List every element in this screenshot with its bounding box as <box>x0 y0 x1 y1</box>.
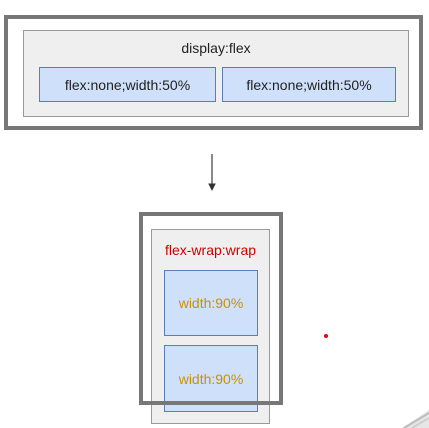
wrap-container: flex-wrap:wrap width:90% width:90% <box>151 229 270 424</box>
flex-item-right-label: flex:none;width:50% <box>246 76 372 93</box>
flex-item-left-label: flex:none;width:50% <box>64 76 191 93</box>
wrap-item-first: width:90% <box>164 270 258 336</box>
flex-container-title: display:flex <box>181 40 251 56</box>
page-curl-icon <box>402 410 429 428</box>
wrap-item-first-label: width:90% <box>178 295 244 311</box>
cursor-dot <box>324 334 328 338</box>
flex-item-left: flex:none;width:50% <box>39 67 216 102</box>
flex-container: display:flex flex:none;width:50% flex:no… <box>23 30 409 117</box>
flex-item-right: flex:none;width:50% <box>222 67 396 102</box>
wrap-item-second-label: width:90% <box>178 370 244 387</box>
wrap-container-title: flex-wrap:wrap <box>164 242 257 258</box>
down-arrow-icon <box>208 154 216 192</box>
wrap-item-second: width:90% <box>164 345 258 412</box>
